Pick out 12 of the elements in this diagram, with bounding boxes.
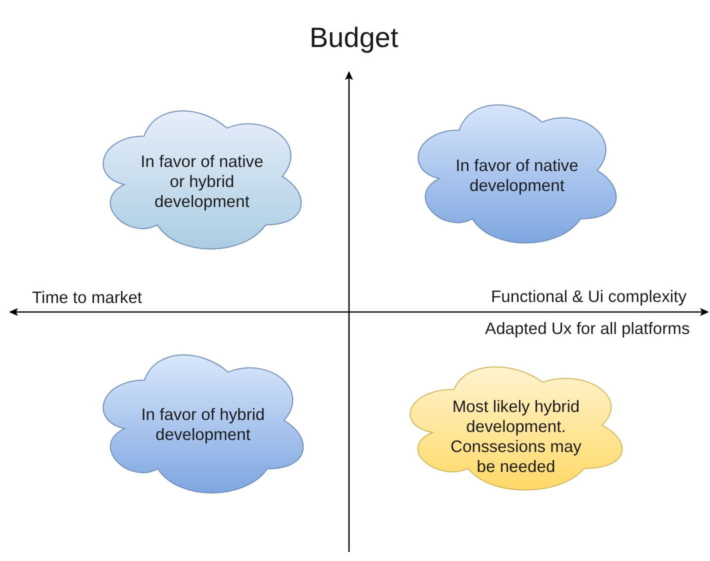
- cloud-shape: [410, 367, 622, 490]
- cloud-text: In favor of native development: [454, 156, 580, 196]
- axis-title: Budget: [310, 21, 398, 55]
- cloud-text: In favor of native or hybrid development: [140, 152, 264, 212]
- cloud-text: Most likely hybrid development. Conssesions may be needed: [450, 396, 582, 476]
- axis-label: Time to market: [32, 288, 142, 308]
- cloud-shape: [103, 355, 303, 493]
- cloud-shape: [418, 105, 616, 243]
- cloud-shape: [103, 111, 301, 249]
- axis-label: Adapted Ux for all platforms: [485, 319, 690, 339]
- cloud-text: In favor of hybrid development: [140, 405, 266, 445]
- axis-label: Functional & Ui complexity: [491, 287, 687, 307]
